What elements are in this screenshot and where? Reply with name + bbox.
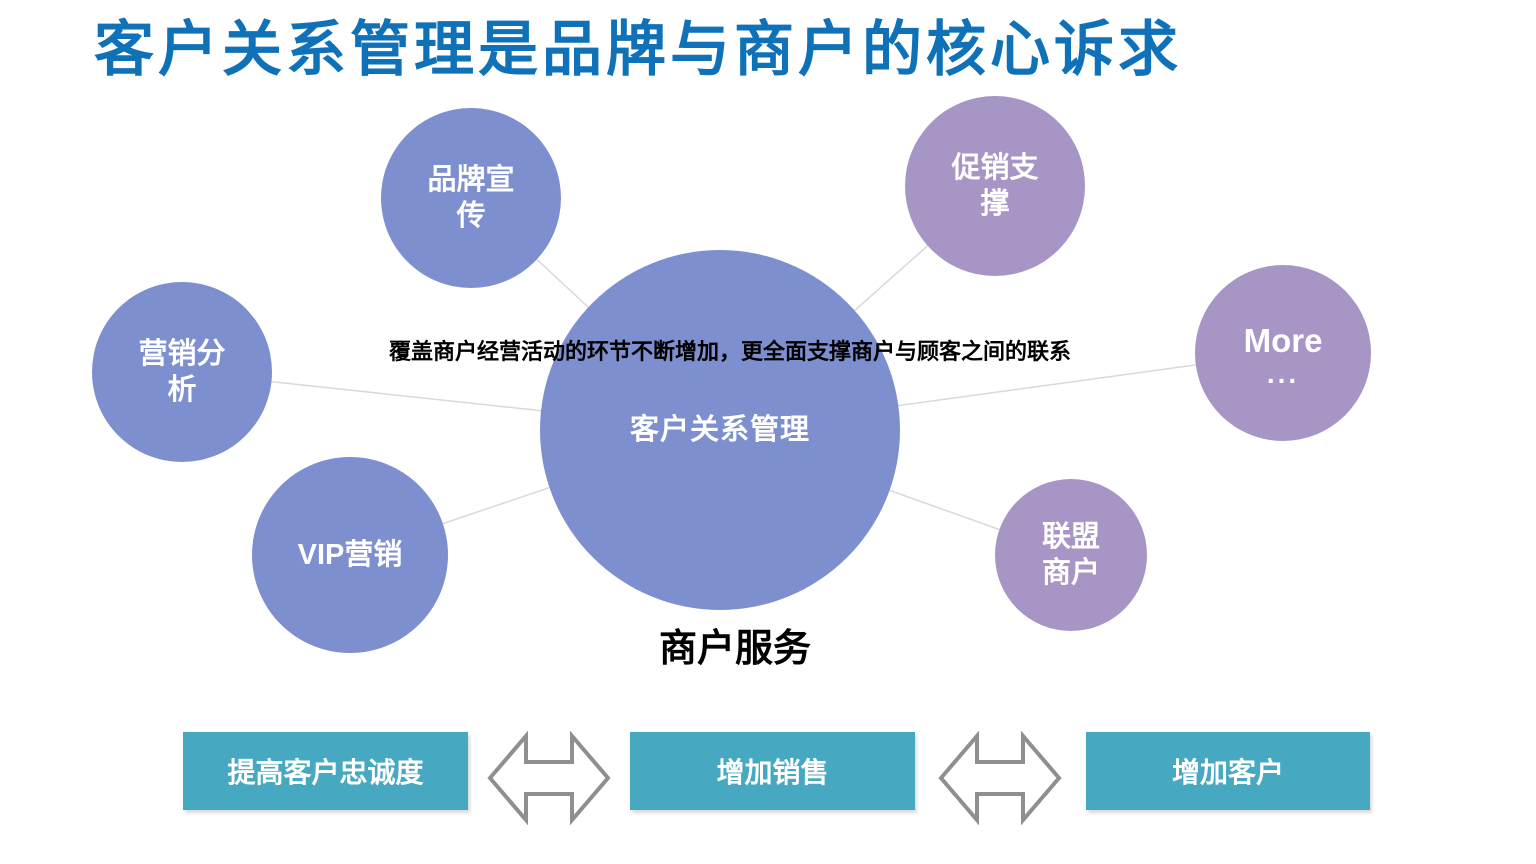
flow-box-sales: 增加销售 [630, 732, 915, 810]
circle-marketing-analysis: 营销分 析 [92, 282, 272, 462]
ellipsis-label: ... [1266, 358, 1300, 390]
circle-label-line: 联盟 [1041, 520, 1100, 553]
flow-box-label: 增加客户 [1171, 757, 1284, 788]
circle-label-line: 撑 [980, 188, 1010, 220]
circle-label-line: 析 [167, 374, 197, 406]
double-arrow-icon [487, 731, 611, 825]
merchant-service-caption: 商户服务 [658, 628, 811, 670]
flow-box-customers: 增加客户 [1086, 732, 1370, 810]
circle-label-line: 营销分 [138, 337, 226, 370]
circle-alliance-merchants: 联盟 商户 [995, 479, 1147, 631]
center-circle-label: 客户关系管理 [629, 413, 810, 446]
circle-promotion-support: 促销支 撑 [905, 96, 1085, 276]
flow-box-label: 提高客户忠诚度 [227, 757, 424, 788]
circle-vip-marketing: VIP营销 [252, 457, 448, 653]
circle-label-line: More [1243, 321, 1323, 359]
circle-label-line: 商户 [1041, 557, 1100, 589]
circle-crm-center: 客户关系管理 [540, 250, 900, 610]
slide-title: 客户关系管理是品牌与商户的核心诉求 [94, 16, 1182, 83]
double-arrow-icon [938, 731, 1062, 825]
circle-label-line: 促销支 [951, 151, 1039, 184]
double-arrow-shape [487, 731, 611, 825]
flow-box-label: 增加销售 [716, 757, 829, 788]
circle-more: More ... [1195, 265, 1371, 441]
circle-label-line: 品牌宣 [427, 163, 515, 196]
annotation-text: 覆盖商户经营活动的环节不断增加，更全面支撑商户与顾客之间的联系 [389, 339, 1072, 364]
flow-box-loyalty: 提高客户忠诚度 [183, 732, 468, 810]
circle-label-line: VIP营销 [297, 538, 403, 571]
double-arrow-shape [938, 731, 1062, 825]
circle-brand-publicity: 品牌宣 传 [381, 108, 561, 288]
circle-label-line: 传 [456, 200, 486, 232]
